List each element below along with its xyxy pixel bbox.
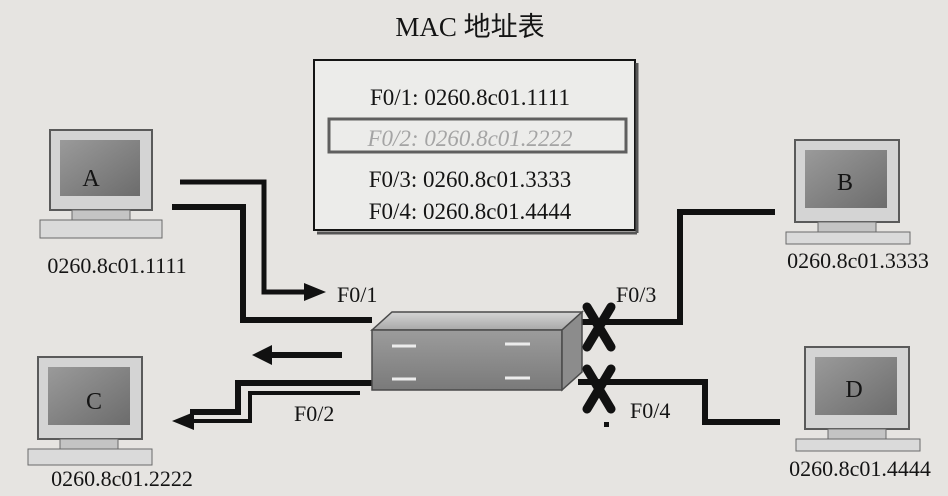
computer-c: C <box>27 356 153 466</box>
monitor-stand <box>71 209 131 221</box>
arrow-head-f01 <box>304 283 326 301</box>
screen <box>60 140 140 196</box>
switch-front <box>371 329 563 391</box>
switch-side <box>561 310 583 392</box>
computer-a: A <box>39 129 163 239</box>
blocked-marks <box>582 302 616 414</box>
host-letter: B <box>837 170 853 196</box>
host-mac-d: 0260.8c01.4444 <box>789 456 931 481</box>
screen <box>805 150 887 208</box>
cable-a <box>172 204 372 323</box>
port-label-f04: F0/4 <box>630 398 670 423</box>
mac-table-row: F0/4: 0260.8c01.4444 <box>369 199 572 224</box>
port-label-f03: F0/3 <box>616 282 656 307</box>
switch <box>370 310 584 392</box>
frame-path-c <box>192 391 360 423</box>
host-mac-b: 0260.8c01.3333 <box>787 248 929 273</box>
port-label-f02: F0/2 <box>294 401 334 426</box>
host-letter: D <box>845 377 862 403</box>
host-mac-c: 0260.8c01.2222 <box>51 466 193 491</box>
keyboard <box>27 448 153 466</box>
host-letter: C <box>86 389 102 415</box>
block-x-icon <box>582 302 616 352</box>
mac-table-row: F0/1: 0260.8c01.1111 <box>370 85 570 110</box>
highlight-box <box>327 117 628 154</box>
switch-top <box>370 311 584 331</box>
keyboard <box>39 219 163 239</box>
table-title: MAC 地址表 <box>395 12 544 42</box>
frame-path-a <box>180 179 305 295</box>
computer-d: D <box>795 346 921 452</box>
keyboard <box>785 231 911 245</box>
computer-b: B <box>785 139 911 245</box>
monitor-stand <box>59 438 119 450</box>
monitor-stand <box>817 221 877 233</box>
mac-table-frame <box>313 59 636 231</box>
monitor-stand <box>827 428 887 440</box>
arrowheads <box>172 283 326 430</box>
arrow-head-flood <box>252 345 272 365</box>
mac-table: F0/1: 0260.8c01.1111 F0/2: 0260.8c01.222… <box>313 59 639 235</box>
cables <box>172 179 780 425</box>
mac-table-row: F0/3: 0260.8c01.3333 <box>369 167 572 192</box>
cable-b <box>578 209 775 325</box>
host-letter: A <box>82 166 100 192</box>
screen <box>48 367 130 425</box>
keyboard <box>795 438 921 452</box>
arrow-head-c <box>172 412 194 430</box>
screen <box>815 357 897 415</box>
host-mac-a: 0260.8c01.1111 <box>47 253 186 278</box>
cable-c <box>190 380 372 415</box>
block-x-icon <box>582 364 616 414</box>
mac-table-row-faded: F0/2: 0260.8c01.2222 <box>366 126 572 151</box>
port-label-f01: F0/1 <box>337 282 377 307</box>
cable-d <box>578 379 780 425</box>
dot-mark <box>604 422 609 427</box>
